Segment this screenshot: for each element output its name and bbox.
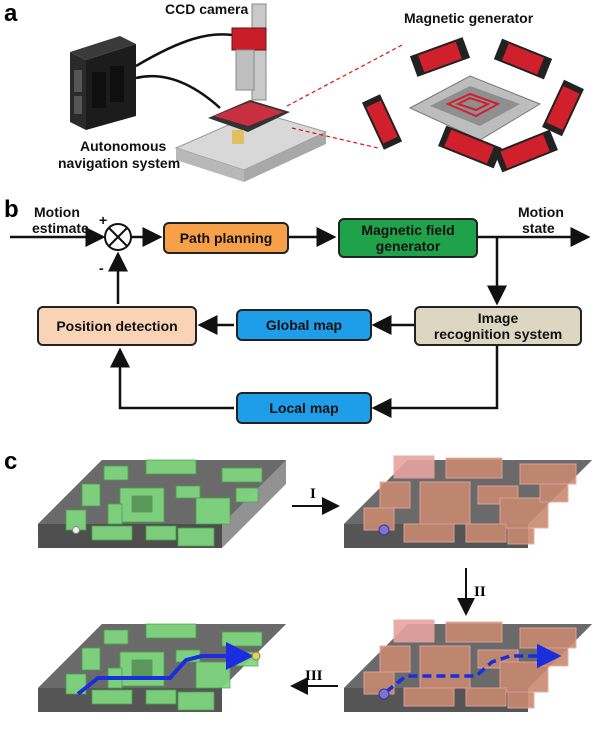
step-label-3: III xyxy=(305,668,323,684)
position-detection-block: Position detection xyxy=(37,306,197,346)
plus-sign: + xyxy=(99,212,108,228)
panel-label-a: a xyxy=(4,0,18,27)
path-planning-block: Path planning xyxy=(163,222,289,254)
maze-board-executed-path xyxy=(38,623,286,712)
minus-sign: - xyxy=(99,260,104,276)
step-label-1: I xyxy=(310,486,316,502)
motion-state-label-line2: state xyxy=(522,220,555,236)
step-label-2: II xyxy=(474,584,486,600)
motion-estimate-label-line1: Motion xyxy=(34,204,80,220)
magnetic-generator-label: Magnetic generator xyxy=(404,10,534,26)
magnetic-field-line1: Magnetic field xyxy=(361,222,455,238)
image-recognition-line1: Image xyxy=(477,310,519,326)
microscope-stage xyxy=(174,3,328,182)
motion-estimate-label-line2: estimate xyxy=(32,220,89,236)
magnetic-field-generator-block: Magnetic field generator xyxy=(338,218,478,258)
magnetic-generator-illustration xyxy=(361,37,584,173)
nav-system-label-line2: navigation system xyxy=(58,155,181,171)
nav-system-label-line1: Autonomous xyxy=(80,138,167,154)
global-map-block: Global map xyxy=(236,309,372,341)
image-recognition-line2: recognition system xyxy=(433,326,563,342)
panel-label-c: c xyxy=(4,448,18,475)
image-recognition-block: Image recognition system xyxy=(414,306,582,346)
ccd-camera-label: CCD camera xyxy=(165,1,249,17)
panel-label-b: b xyxy=(4,196,19,223)
motion-state-label-line1: Motion xyxy=(518,204,564,220)
maze-board-recognized xyxy=(344,455,592,548)
magnetic-field-line2: generator xyxy=(375,238,441,254)
maze-board-initial xyxy=(38,459,286,548)
maze-board-planned-path xyxy=(344,619,592,712)
local-map-block: Local map xyxy=(236,392,372,424)
navigation-system-unit xyxy=(70,36,136,130)
